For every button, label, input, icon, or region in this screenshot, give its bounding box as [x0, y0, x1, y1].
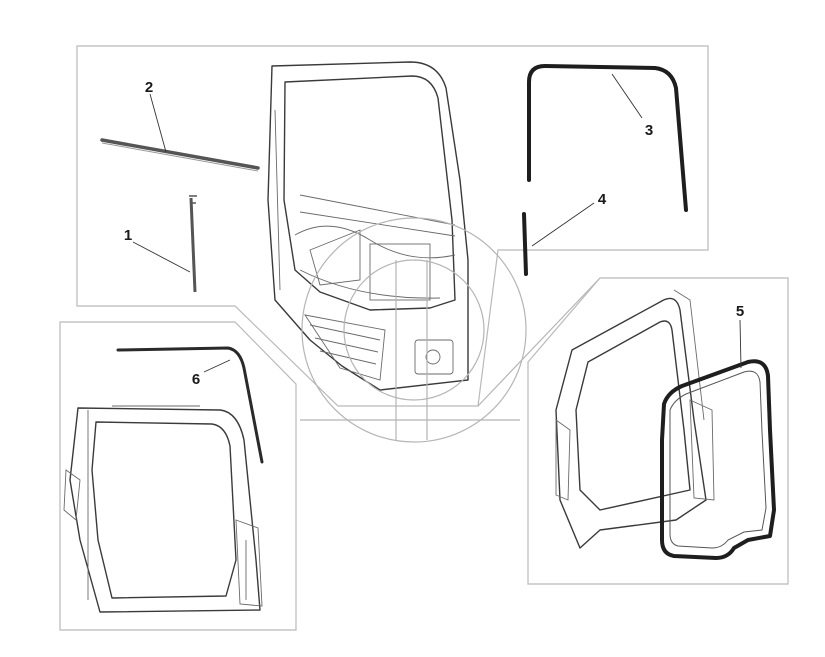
- callout-1: 1: [124, 227, 132, 244]
- part-3-seal: [527, 64, 688, 212]
- callout-6: 6: [192, 371, 200, 388]
- leader-4: [531, 202, 595, 247]
- cab-opening-frame: [63, 405, 263, 613]
- leader-lines: [132, 73, 742, 373]
- callout-5: 5: [736, 303, 744, 320]
- top-panel: [76, 45, 709, 407]
- callout-4: 4: [598, 191, 607, 208]
- cab-side-frame: [555, 289, 715, 549]
- ghost-zoom-lines: [300, 217, 601, 443]
- callout-3: 3: [645, 122, 653, 139]
- part-1-strip: [189, 195, 197, 293]
- leader-2: [149, 93, 167, 153]
- leader-5: [739, 319, 742, 369]
- callout-2: 2: [145, 79, 153, 96]
- part-4-seal: [522, 212, 528, 276]
- part-2-strip: [100, 138, 260, 172]
- bottom-right-panel: [527, 277, 789, 585]
- door-inner-frame: [267, 61, 469, 391]
- leader-3: [611, 73, 643, 119]
- bottom-left-panel: [59, 321, 297, 631]
- part-5-seal: [660, 359, 776, 560]
- part-6-seal: [116, 346, 264, 464]
- leader-1: [132, 241, 191, 273]
- leader-6: [203, 359, 231, 373]
- callouts: 2 1 3 4 5 6: [124, 79, 744, 388]
